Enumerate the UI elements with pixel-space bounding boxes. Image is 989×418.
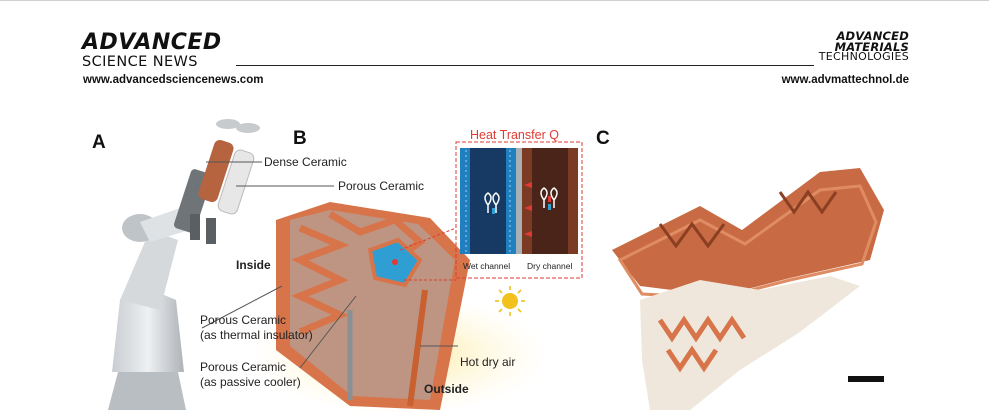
heat-transfer-inset: [455, 141, 583, 279]
top-border-line: [0, 0, 989, 1]
figure-illustration: [108, 119, 884, 415]
scale-bar: [848, 376, 884, 382]
label-porous-insulator-line2: (as thermal insulator): [200, 328, 313, 342]
journal-brand-left: ADVANCED SCIENCE NEWS: [82, 30, 222, 71]
label-dense-ceramic: Dense Ceramic: [264, 155, 347, 169]
brand-right-line2: MATERIALS: [834, 39, 909, 54]
brand-left-line1: ADVANCED: [82, 30, 222, 55]
brand-left-line2: SCIENCE NEWS: [82, 54, 198, 70]
label-porous-cooler-line2: (as passive cooler): [200, 375, 301, 389]
header-rule: [236, 65, 814, 66]
label-heat-transfer: Heat Transfer Q: [470, 128, 559, 142]
ceramic-block-illustration: [276, 202, 470, 410]
figure: A B C Dense Ceramic Porous Ceramic Insid…: [0, 110, 989, 418]
printed-lattice-photo: [612, 168, 884, 410]
panel-label-b: B: [293, 128, 307, 149]
label-wet-channel: Wet channel: [463, 261, 511, 271]
left-url[interactable]: www.advancedsciencenews.com: [83, 74, 264, 86]
label-porous-ceramic: Porous Ceramic: [338, 179, 425, 193]
label-porous-cooler-line1: Porous Ceramic: [200, 360, 287, 374]
brand-right-line1: ADVANCED: [836, 29, 909, 43]
label-porous-insulator-line1: Porous Ceramic: [200, 313, 287, 327]
journal-brand-right: ADVANCED MATERIALS TECHNOLOGIES: [819, 31, 909, 63]
label-inside: Inside: [236, 258, 271, 272]
sun-icon: [495, 286, 525, 316]
label-dry-channel: Dry channel: [527, 261, 573, 271]
label-hot-dry-air: Hot dry air: [460, 355, 516, 369]
label-outside: Outside: [424, 382, 469, 396]
robot-arm-illustration: [108, 119, 260, 410]
brand-right-line3: TECHNOLOGIES: [818, 50, 909, 63]
panel-label-c: C: [596, 128, 610, 149]
panel-label-a: A: [92, 132, 106, 153]
right-url[interactable]: www.advmattechnol.de: [781, 74, 909, 86]
